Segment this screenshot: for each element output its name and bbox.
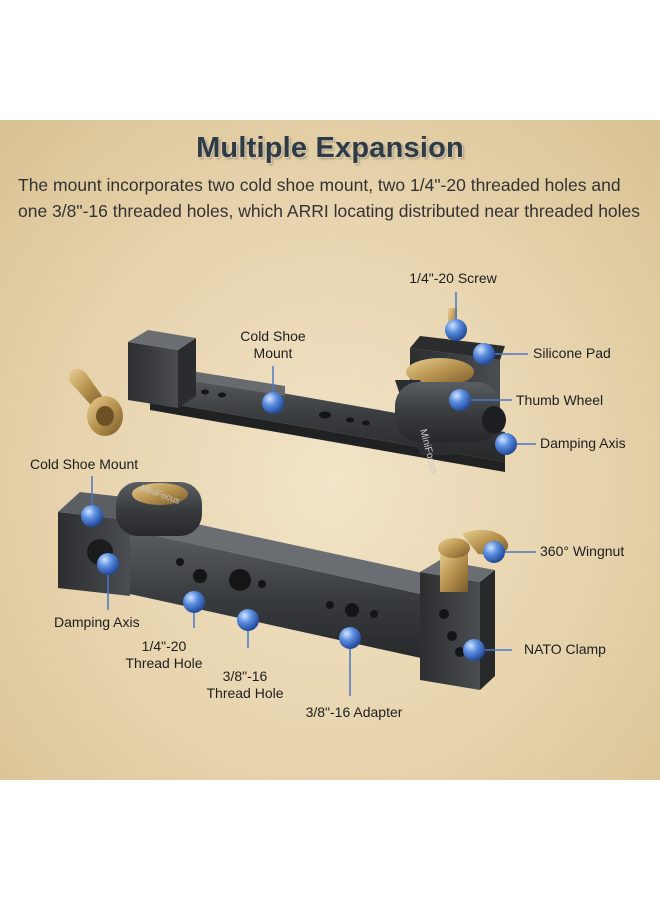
- label-adapter: 3/8"-16 Adapter: [305, 704, 403, 720]
- label-screw: 1/4"-20 Screw: [409, 270, 497, 286]
- marker-wingnut: [483, 541, 505, 563]
- label-quarter-thread-line2: Thread Hole: [125, 655, 203, 671]
- marker-adapter: [339, 627, 361, 649]
- product-image-panel: MiniFocus Mi: [0, 120, 660, 780]
- label-quarter-thread: 1/4"-20 Thread Hole: [125, 638, 202, 672]
- bottom-right-clamp: [420, 560, 495, 690]
- marker-silicone-pad: [473, 343, 495, 365]
- marker-3-8-thread: [237, 609, 259, 631]
- marker-quarter-thread: [183, 591, 205, 613]
- marker-screw: [445, 319, 467, 341]
- top-mount: MiniFocus: [69, 308, 506, 475]
- marker-cold-shoe-top: [262, 392, 284, 414]
- bottom-left-head: MiniFocus: [58, 482, 202, 596]
- label-silicone-pad: Silicone Pad: [533, 345, 611, 361]
- marker-nato-clamp: [463, 639, 485, 661]
- page-title: Multiple Expansion: [196, 132, 464, 164]
- marker-damping-axis-bottom: [97, 553, 119, 575]
- top-left-clamp: [128, 342, 178, 408]
- marker-dots: [81, 319, 517, 661]
- top-wingnut: [69, 368, 123, 436]
- top-right-head: MiniFocus: [395, 336, 506, 475]
- label-cold-shoe-bottom: Cold Shoe Mount: [30, 456, 139, 472]
- marker-damping-axis-top: [495, 433, 517, 455]
- description-text: The mount incorporates two cold shoe mou…: [18, 175, 641, 221]
- label-quarter-thread-line1: 1/4"-20: [141, 638, 187, 654]
- label-3-8-thread-line1: 3/8"-16: [222, 668, 268, 684]
- label-damping-axis-top: Damping Axis: [540, 435, 626, 451]
- product-illustration: MiniFocus Mi: [58, 292, 536, 696]
- marker-thumb-wheel: [449, 389, 471, 411]
- label-wingnut: 360° Wingnut: [540, 543, 625, 559]
- marker-cold-shoe-bottom: [81, 505, 103, 527]
- bottom-mount: MiniFocus: [58, 482, 509, 690]
- label-nato-clamp: NATO Clamp: [524, 641, 606, 657]
- label-cold-shoe-top-line2: Mount: [253, 345, 293, 361]
- label-cold-shoe-top: Cold Shoe Mount: [240, 328, 305, 362]
- label-3-8-thread: 3/8"-16 Thread Hole: [206, 668, 283, 702]
- bottom-bar: [130, 530, 430, 660]
- label-3-8-thread-line2: Thread Hole: [206, 685, 284, 701]
- label-cold-shoe-top-line1: Cold Shoe: [240, 328, 306, 344]
- label-damping-axis-bottom: Damping Axis: [54, 614, 140, 630]
- label-thumb-wheel: Thumb Wheel: [516, 392, 604, 408]
